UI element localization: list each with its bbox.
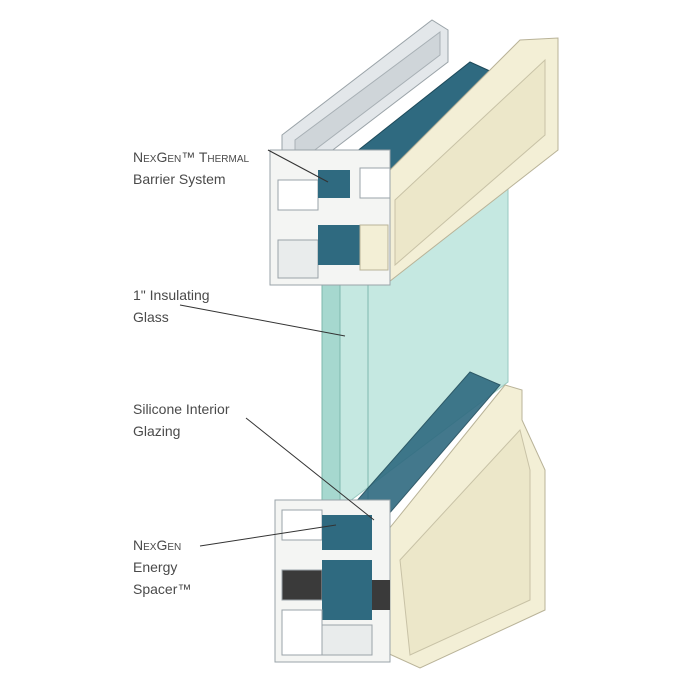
label-line: Spacer™: [133, 581, 192, 597]
label-line: Barrier System: [133, 171, 226, 187]
label-silicone-glazing: Silicone Interior Glazing: [133, 398, 230, 442]
leader-energy-spacer: [199, 524, 337, 547]
leader-silicone-glazing: [245, 417, 375, 521]
label-line: NexGen: [133, 537, 182, 553]
energy-spacer: [322, 515, 372, 550]
label-energy-spacer: NexGen Energy Spacer™: [133, 534, 191, 600]
label-insulating-glass: 1" Insulating Glass: [133, 284, 210, 328]
label-line: Glass: [133, 309, 169, 325]
label-line: Glazing: [133, 423, 181, 439]
label-thermal-barrier: NexGen™ Thermal Barrier System: [133, 146, 249, 190]
leader-thermal-barrier: [267, 149, 329, 183]
label-line: Silicone Interior: [133, 401, 230, 417]
insulating-glass-edge: [321, 261, 341, 523]
label-line: 1" Insulating: [133, 287, 210, 303]
label-line: NexGen™ Thermal: [133, 149, 250, 165]
label-line: Energy: [133, 559, 178, 575]
leader-insulating-glass: [179, 304, 346, 337]
